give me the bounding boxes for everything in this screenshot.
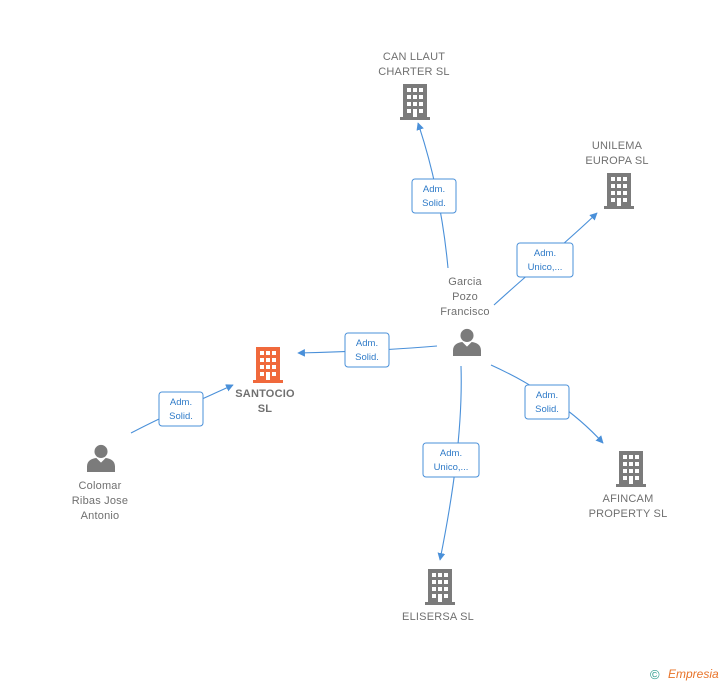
edge-label-line: Adm. (423, 184, 445, 195)
edge-label-line: Unico,... (528, 262, 563, 273)
edge-label-line: Solid. (169, 411, 193, 422)
edge-label-line: Unico,... (434, 462, 469, 473)
building-icon (253, 347, 283, 383)
node-label-line: ELISERSA SL (402, 611, 474, 623)
building-icon (616, 451, 646, 487)
copyright-icon: © (650, 667, 660, 682)
edge-label-line: Solid. (422, 198, 446, 209)
node-unilema-europa[interactable]: UNILEMA EUROPA SL (585, 140, 648, 209)
node-label-line: SANTOCIO (235, 388, 295, 400)
edge-label-line: Adm. (536, 390, 558, 401)
node-label-line: EUROPA SL (585, 155, 648, 167)
brand-logo: Empresia (668, 667, 719, 681)
node-label-line: PROPERTY SL (589, 508, 668, 520)
edge-label-line: Solid. (355, 352, 379, 363)
edge-garcia-to-elisersa[interactable]: Adm. Unico,... (422, 365, 480, 561)
edge-garcia-to-unilema[interactable]: Adm. Unico,... (493, 212, 598, 306)
node-label-line: Pozo (452, 291, 478, 303)
edge-garcia-to-santocio[interactable]: Adm. Solid. (297, 332, 438, 368)
node-label-line: Ribas Jose (72, 495, 128, 507)
edge-label-line: Adm. (534, 248, 556, 259)
node-label-line: CAN LLAUT (383, 51, 445, 63)
building-icon (400, 84, 430, 120)
person-icon (453, 328, 481, 356)
node-colomar-ribas-jose-antonio[interactable]: Colomar Ribas Jose Antonio (72, 444, 128, 522)
person-icon (87, 444, 115, 472)
node-afincam-property[interactable]: AFINCAM PROPERTY SL (589, 451, 668, 520)
node-label-line: CHARTER SL (378, 66, 449, 78)
edge-label-line: Adm. (170, 397, 192, 408)
building-icon (425, 569, 455, 605)
node-label-line: Antonio (81, 510, 120, 522)
node-label-line: Francisco (440, 306, 489, 318)
building-icon (604, 173, 634, 209)
node-santocio-sl[interactable]: SANTOCIO SL (235, 347, 295, 415)
edge-garcia-to-afincam[interactable]: Adm. Solid. (490, 364, 604, 444)
node-label-line: Garcia (448, 276, 482, 288)
edge-label-line: Solid. (535, 404, 559, 415)
node-label-line: UNILEMA (592, 140, 643, 152)
edge-label-line: Adm. (440, 448, 462, 459)
node-label-line: Colomar (79, 480, 122, 492)
edge-garcia-to-can-llaut[interactable]: Adm. Solid. (411, 122, 457, 269)
node-can-llaut-charter[interactable]: CAN LLAUT CHARTER SL (378, 51, 450, 120)
edge-colomar-to-santocio[interactable]: Adm. Solid. (130, 384, 234, 434)
node-elisersa-sl[interactable]: ELISERSA SL (402, 569, 474, 623)
node-label-line: AFINCAM (603, 493, 654, 505)
node-label-line: SL (258, 403, 273, 415)
brand-footer: © Empresia (650, 667, 719, 682)
node-garcia-pozo-francisco[interactable]: Garcia Pozo Francisco (440, 276, 490, 356)
edge-label-line: Adm. (356, 338, 378, 349)
